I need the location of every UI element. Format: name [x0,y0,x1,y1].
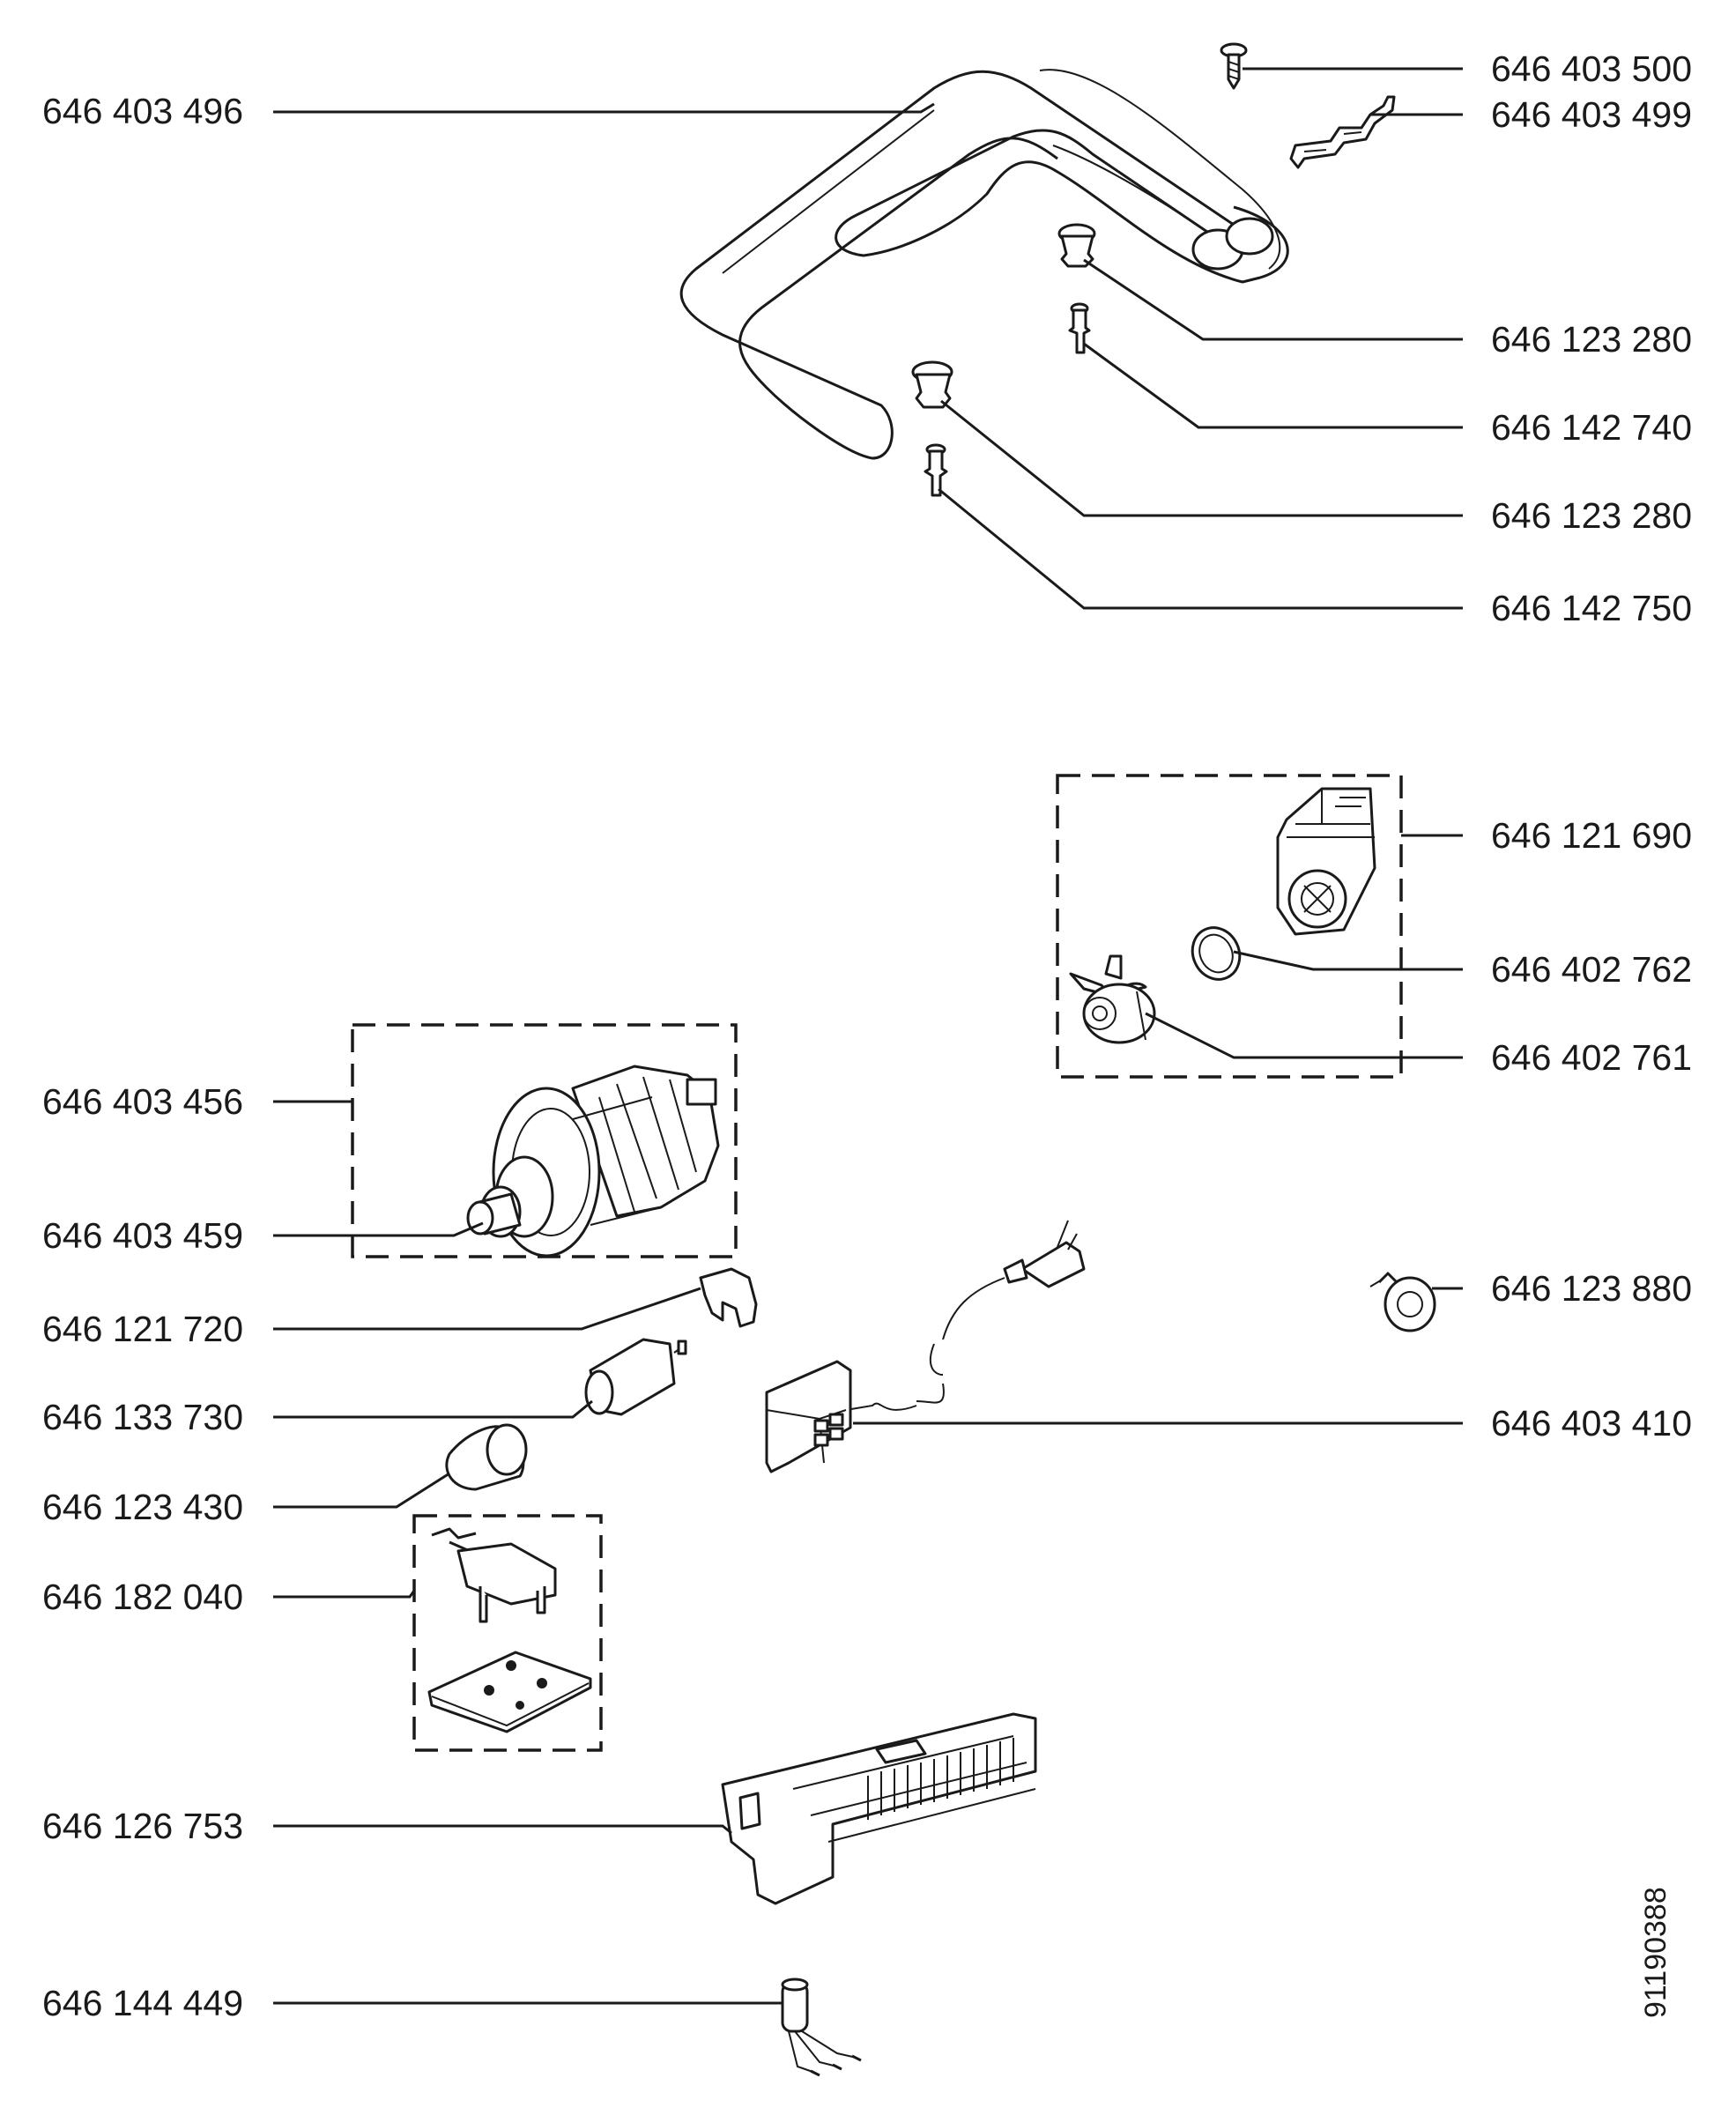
part-labels: 646 403 496 646 403 500 646 403 499 646 … [42,48,1692,2023]
label-646126753: 646 126 753 [42,1806,243,1846]
dashed-group-box-thermostat [1056,774,1403,1079]
label-646121720: 646 121 720 [42,1309,243,1349]
label-646142740: 646 142 740 [1491,407,1692,448]
grommet-lower-646123280 [911,360,953,409]
label-646123280-lower: 646 123 280 [1491,495,1692,536]
filter-646182040 [427,1527,592,1733]
label-646403500: 646 403 500 [1491,48,1692,89]
o-ring-646402762 [1191,926,1242,981]
pin-lower-646142750 [924,443,948,497]
dashed-group-box-filter [412,1514,603,1752]
label-646121690: 646 121 690 [1491,815,1692,856]
label-646403456: 646 403 456 [42,1081,243,1122]
label-646123880: 646 123 880 [1491,1268,1692,1309]
filter-group [412,1514,603,1752]
label-646403459: 646 403 459 [42,1215,243,1256]
thermostat-646121690 [1276,787,1376,936]
label-646144449: 646 144 449 [42,1983,243,2023]
sensor-646123880 [1369,1272,1436,1332]
motor-group [351,1023,738,1258]
cap-646123430 [445,1423,528,1491]
sensor-646402761 [1069,954,1156,1044]
label-646403410: 646 403 410 [1491,1403,1692,1443]
leader-lines [273,67,1463,2005]
heating-element-646403496 [679,69,1289,460]
label-646123430: 646 123 430 [42,1487,243,1527]
terminal-block-646126753 [721,1712,1037,1905]
label-646402762: 646 402 762 [1491,949,1692,990]
clamp-646121720 [699,1267,758,1328]
label-646403496: 646 403 496 [42,91,243,131]
pin-upper-646142740 [1068,302,1091,354]
label-646402761: 646 402 761 [1491,1037,1692,1078]
capacitor-646144449 [781,1978,862,2077]
grommet-upper-646123280 [1057,223,1096,268]
label-646123280-upper: 646 123 280 [1491,319,1692,360]
mains-cable-646403410 [765,1220,1086,1473]
label-646182040: 646 182 040 [42,1577,243,1617]
label-646133730: 646 133 730 [42,1397,243,1437]
clip-646403499 [1289,95,1396,169]
label-646403499: 646 403 499 [1491,94,1692,135]
thermostat-group [1056,774,1403,1079]
label-646142750: 646 142 750 [1491,588,1692,628]
relay-646133730 [584,1338,687,1416]
drawing-number: 91190388 [1639,1887,1673,2018]
screw-646403500 [1220,42,1248,90]
